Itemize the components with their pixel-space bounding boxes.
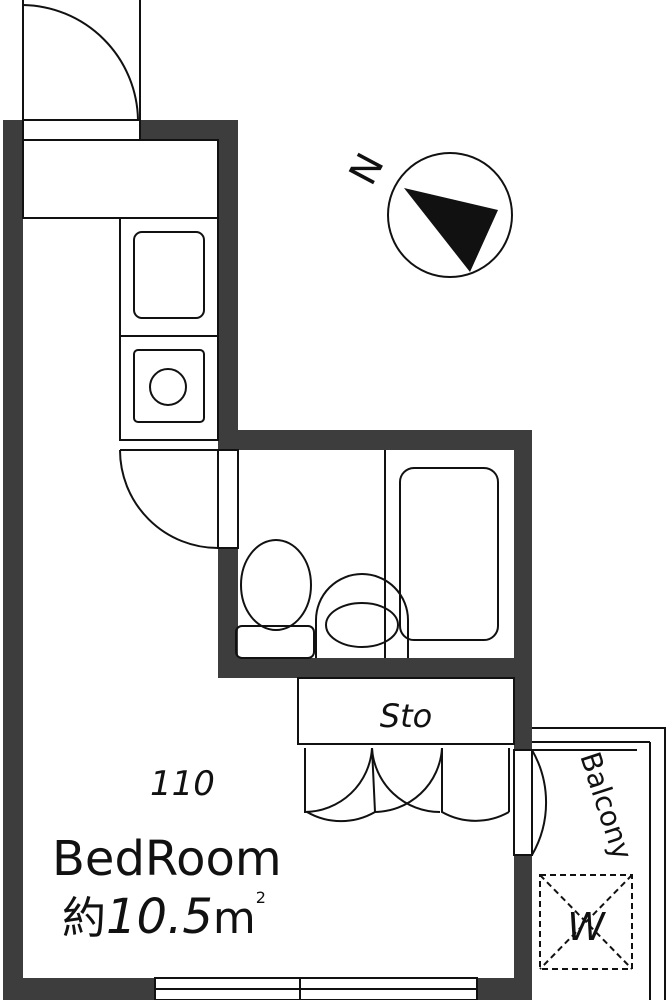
- storage-label: Sto: [380, 697, 432, 735]
- compass-north-label: N: [340, 146, 392, 192]
- storage-closet: [297, 677, 515, 823]
- balcony-label: Balcony: [573, 748, 639, 864]
- bottom-wall-left: [3, 978, 155, 1000]
- exterior-walls: [3, 120, 532, 1000]
- bottom-wall-right: [477, 978, 532, 1000]
- bathroom-door: [119, 449, 239, 549]
- unit-number: 110: [150, 764, 215, 804]
- compass-needle-icon: [404, 188, 498, 272]
- entry-step: [22, 139, 219, 219]
- entrance-door: [22, 0, 141, 141]
- left-wall: [3, 120, 23, 1000]
- toilet: [235, 539, 315, 659]
- right-wall: [514, 430, 532, 750]
- top-wall-right-segment: [140, 120, 238, 140]
- room-area-prefix: 約: [62, 893, 106, 944]
- room-area-value: 10.5: [106, 889, 213, 945]
- washbasin: [315, 573, 409, 658]
- washer-label: W: [567, 905, 606, 949]
- room-area-unit-superscript: 2: [256, 888, 266, 907]
- kitchen-sink: [119, 217, 219, 337]
- balcony: [532, 727, 666, 1000]
- bath-left-wall-lower: [218, 548, 238, 678]
- bathtub: [384, 450, 499, 658]
- room-name: BedRoom: [52, 831, 282, 887]
- kitchen-stove: [119, 335, 219, 441]
- compass-icon: [387, 152, 513, 278]
- kitchen-right-wall: [218, 120, 238, 440]
- bottom-window: [154, 977, 478, 1000]
- bath-bottom-wall: [218, 658, 532, 678]
- balcony-door: [513, 749, 637, 856]
- room-area-unit: m: [213, 893, 256, 944]
- room-area: 約10.5m2: [62, 888, 266, 945]
- washer-space: [539, 874, 633, 970]
- right-wall-lower: [514, 855, 532, 1000]
- bath-top-wall: [218, 430, 532, 450]
